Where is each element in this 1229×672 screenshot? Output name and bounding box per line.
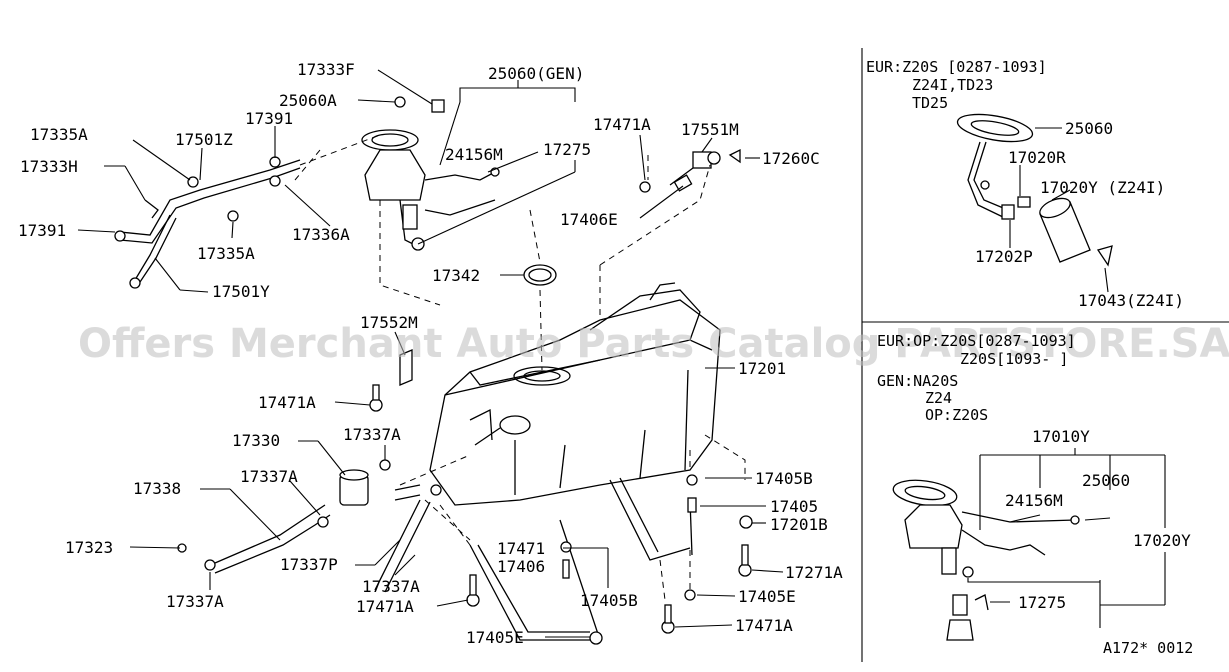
vent-fitting: [639, 148, 741, 193]
label-17552M: 17552M: [360, 313, 418, 332]
inset-top-label-25060: 25060: [1065, 119, 1113, 138]
label-17260C: 17260C: [762, 149, 820, 168]
label-17323: 17323: [65, 538, 113, 557]
inset-top-label-17043: 17043(Z24I): [1078, 291, 1184, 310]
panel-dividers: [861, 48, 1229, 662]
label-17333H: 17333H: [20, 157, 78, 176]
inset-top-applicability-1: EUR:Z20S [0287-1093]: [866, 58, 1047, 76]
inset-bottom-applicability-1: EUR:OP:Z20S[0287-1093]: [877, 332, 1076, 350]
inset-top-drawing: [956, 113, 1113, 293]
label-17337A-d: 17337A: [166, 592, 224, 611]
label-17275: 17275: [543, 140, 591, 159]
main-part-labels: 17333F 25060(GEN) 25060A 17391 17335A 17…: [18, 60, 843, 647]
inset-bottom-label-17020Y: 17020Y: [1133, 531, 1191, 550]
label-17337A-c: 17337A: [362, 577, 420, 596]
label-17201: 17201: [738, 359, 786, 378]
inset-bottom-applicability-3: GEN:NA20S: [877, 372, 958, 390]
inset-bottom-drawing: [892, 448, 1166, 641]
label-17405B-low: 17405B: [580, 591, 638, 610]
inset-bottom-applicability-2: Z20S[1093- ]: [960, 350, 1068, 368]
label-17551M: 17551M: [681, 120, 739, 139]
label-17201B: 17201B: [770, 515, 828, 534]
inset-top-labels: EUR:Z20S [0287-1093] Z24I,TD23 TD25 2506…: [866, 58, 1184, 310]
label-17405E: 17405E: [738, 587, 796, 606]
label-17335A-top: 17335A: [30, 125, 88, 144]
inset-top-applicability-3: TD25: [912, 94, 948, 112]
label-17471: 17471: [497, 539, 545, 558]
label-17330: 17330: [232, 431, 280, 450]
label-17471A-bottom: 17471A: [735, 616, 793, 635]
inset-top-label-17020Y: 17020Y (Z24I): [1040, 178, 1165, 197]
label-17337A-b: 17337A: [240, 467, 298, 486]
label-17337P: 17337P: [280, 555, 338, 574]
label-17501Y: 17501Y: [212, 282, 270, 301]
label-17405: 17405: [770, 497, 818, 516]
fuel-tank-drawing: [429, 282, 721, 506]
inset-bottom-label-25060: 25060: [1082, 471, 1130, 490]
label-25060A: 25060A: [279, 91, 337, 110]
inset-bottom-applicability-4: Z24: [925, 389, 952, 407]
label-17501Z: 17501Z: [175, 130, 233, 149]
inset-bottom-label-17275: 17275: [1018, 593, 1066, 612]
label-17406: 17406: [497, 557, 545, 576]
watermark: Offers Merchant Auto Parts Catalog PARTS…: [78, 321, 1229, 367]
label-17336A: 17336A: [292, 225, 350, 244]
label-25060-gen: 25060(GEN): [488, 64, 584, 83]
label-17391-top: 17391: [245, 109, 293, 128]
inset-top-label-17020R: 17020R: [1008, 148, 1066, 167]
label-17333F: 17333F: [297, 60, 355, 79]
fuel-filter: [177, 459, 442, 593]
label-17335A-mid: 17335A: [197, 244, 255, 263]
label-17471A-top: 17471A: [593, 115, 651, 134]
fasteners: [369, 349, 753, 645]
inset-bottom-label-24156M: 24156M: [1005, 491, 1063, 510]
fuel-lines: [114, 96, 445, 289]
label-17471A-mid: 17471A: [258, 393, 316, 412]
callout-brackets: [417, 80, 576, 245]
label-17342: 17342: [432, 266, 480, 285]
label-17405E-low: 17405E: [466, 628, 524, 647]
inset-bottom-labels: EUR:OP:Z20S[0287-1093] Z20S[1093- ] GEN:…: [877, 332, 1191, 612]
inset-bottom-applicability-5: OP:Z20S: [925, 406, 988, 424]
label-17471A-low: 17471A: [356, 597, 414, 616]
leader-lines: [77, 69, 784, 638]
fuel-pump-assembly: [361, 129, 500, 251]
inset-top-applicability-2: Z24I,TD23: [912, 76, 993, 94]
label-17337A-a: 17337A: [343, 425, 401, 444]
inset-top-label-17202P: 17202P: [975, 247, 1033, 266]
label-17271A: 17271A: [785, 563, 843, 582]
label-17338: 17338: [133, 479, 181, 498]
label-17391-left: 17391: [18, 221, 66, 240]
label-17405B: 17405B: [755, 469, 813, 488]
figure-code: A172* 0012: [1103, 639, 1193, 657]
dashed-guides: [294, 134, 746, 601]
inset-bottom-label-17010Y: 17010Y: [1032, 427, 1090, 446]
label-24156M: 24156M: [445, 145, 503, 164]
label-17406E-top: 17406E: [560, 210, 618, 229]
